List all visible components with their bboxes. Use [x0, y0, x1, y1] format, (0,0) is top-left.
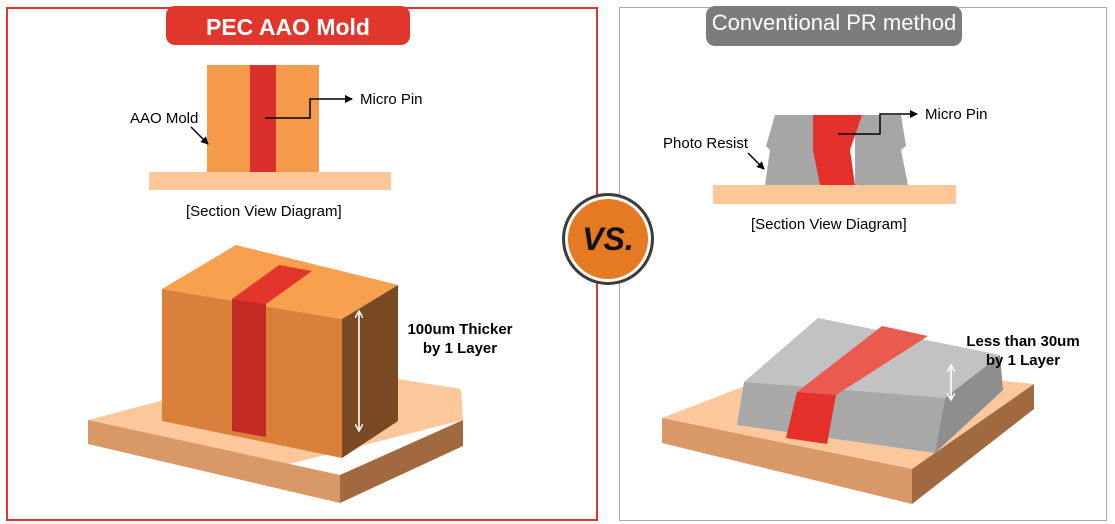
pr-3d-view [662, 318, 1034, 504]
vs-badge: VS. [562, 193, 654, 285]
pr-pin-leader [838, 110, 918, 135]
conventional-pr-banner: Conventional PR method [706, 6, 962, 46]
aao-3d-view [88, 245, 463, 503]
pec-aao-mold-banner: PEC AAO Mold [166, 6, 410, 45]
pr-resist-right [855, 115, 908, 185]
pr-3d-slab-side [935, 355, 1003, 453]
aao-3d-substrate-front [88, 420, 340, 503]
right-thickness-line1: Less than 30um [966, 333, 1080, 350]
aao-mold-leader [190, 126, 209, 145]
pr-section-view [713, 110, 956, 204]
aao-mold-label: AAO Mold [130, 110, 199, 127]
right-micro-pin-label: Micro Pin [925, 106, 988, 123]
right-thickness-label: Less than 30um by 1 Layer [958, 332, 1088, 370]
photo-resist-label: Photo Resist [663, 135, 749, 152]
aao-pin-leader [265, 95, 353, 119]
left-section-caption: [Section View Diagram] [186, 203, 342, 220]
right-section-caption: [Section View Diagram] [751, 216, 907, 233]
pr-3d-substrate-front [662, 418, 912, 504]
aao-3d-pin-front [232, 299, 266, 437]
left-thickness-line2: by 1 Layer [422, 340, 498, 357]
pr-3d-substrate-side [912, 384, 1034, 504]
vs-text: VS. [582, 221, 634, 257]
left-micro-pin-label: Micro Pin [360, 91, 423, 108]
right-thickness-line2: by 1 Layer [985, 352, 1061, 369]
pr-resist-leader [747, 152, 765, 170]
pr-3d-slab-front [737, 382, 945, 453]
aao-3d-substrate-side [340, 420, 463, 503]
aao-section-substrate [149, 172, 391, 190]
pr-resist-left [765, 115, 820, 185]
left-thickness-label: 100um Thicker by 1 Layer [402, 320, 518, 358]
aao-section-view [149, 65, 391, 190]
pr-3d-pin-front [786, 392, 836, 444]
pr-3d-pin-top [797, 326, 928, 395]
pr-micro-pin [813, 115, 862, 185]
pr-section-substrate [713, 185, 956, 204]
left-thickness-line1: 100um Thicker [407, 321, 513, 338]
aao-3d-pin-top [232, 265, 312, 304]
